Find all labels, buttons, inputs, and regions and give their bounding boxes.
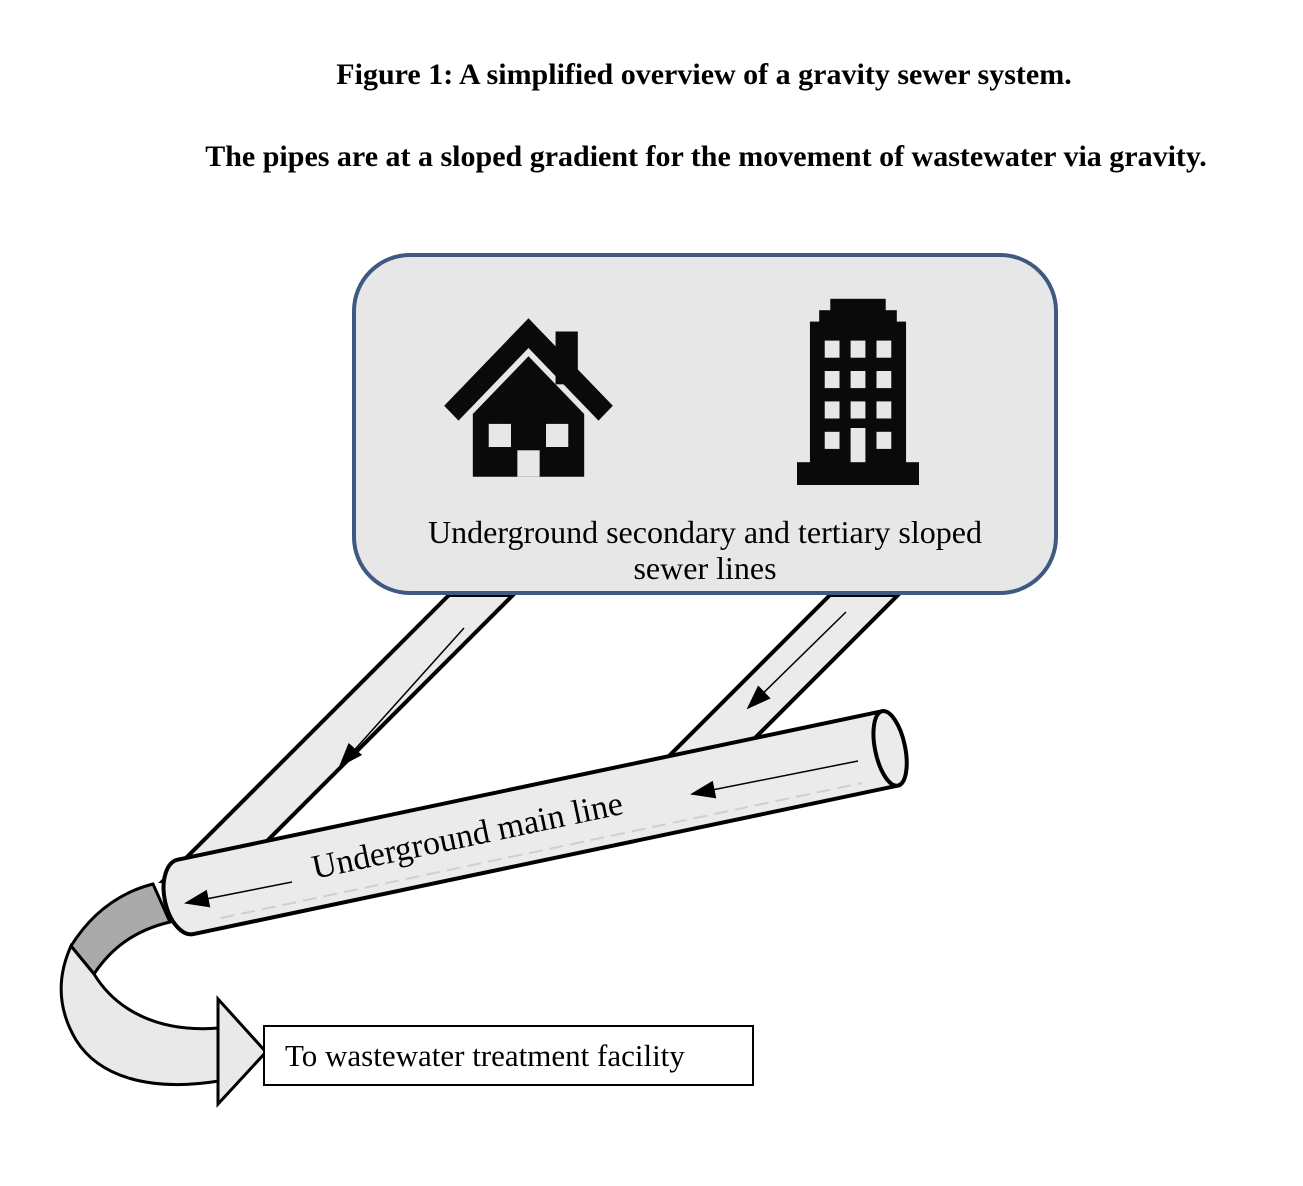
sewer-sources-box: Underground secondary and tertiary slope… [352, 253, 1058, 595]
house-icon [444, 318, 613, 477]
figure-title: Figure 1: A simplified overview of a gra… [336, 58, 1072, 91]
flow-arrow [690, 760, 859, 799]
destination-label: To wastewater treatment facility [285, 1037, 685, 1073]
main-pipe-highlight [220, 782, 862, 920]
sources-box-label: Underground secondary and tertiary slope… [356, 515, 1054, 587]
flow-arrow [184, 881, 293, 908]
curved-arrow-inner-surface [69, 882, 173, 977]
building-icon [797, 298, 919, 485]
destination-label-box: To wastewater treatment facility [263, 1025, 754, 1086]
flow-arrow [338, 627, 465, 768]
sources-box-label-line2: sewer lines [633, 550, 777, 587]
sources-box-label-line1: Underground secondary and tertiary slope… [428, 514, 982, 551]
main-pipe-body [161, 708, 901, 937]
main-pipe-open-end [871, 709, 909, 788]
curved-arrow-head [216, 995, 269, 1108]
curved-arrow-band [59, 943, 221, 1087]
flow-arrow [746, 611, 847, 710]
figure-subtitle: The pipes are at a sloped gradient for t… [205, 140, 1207, 173]
